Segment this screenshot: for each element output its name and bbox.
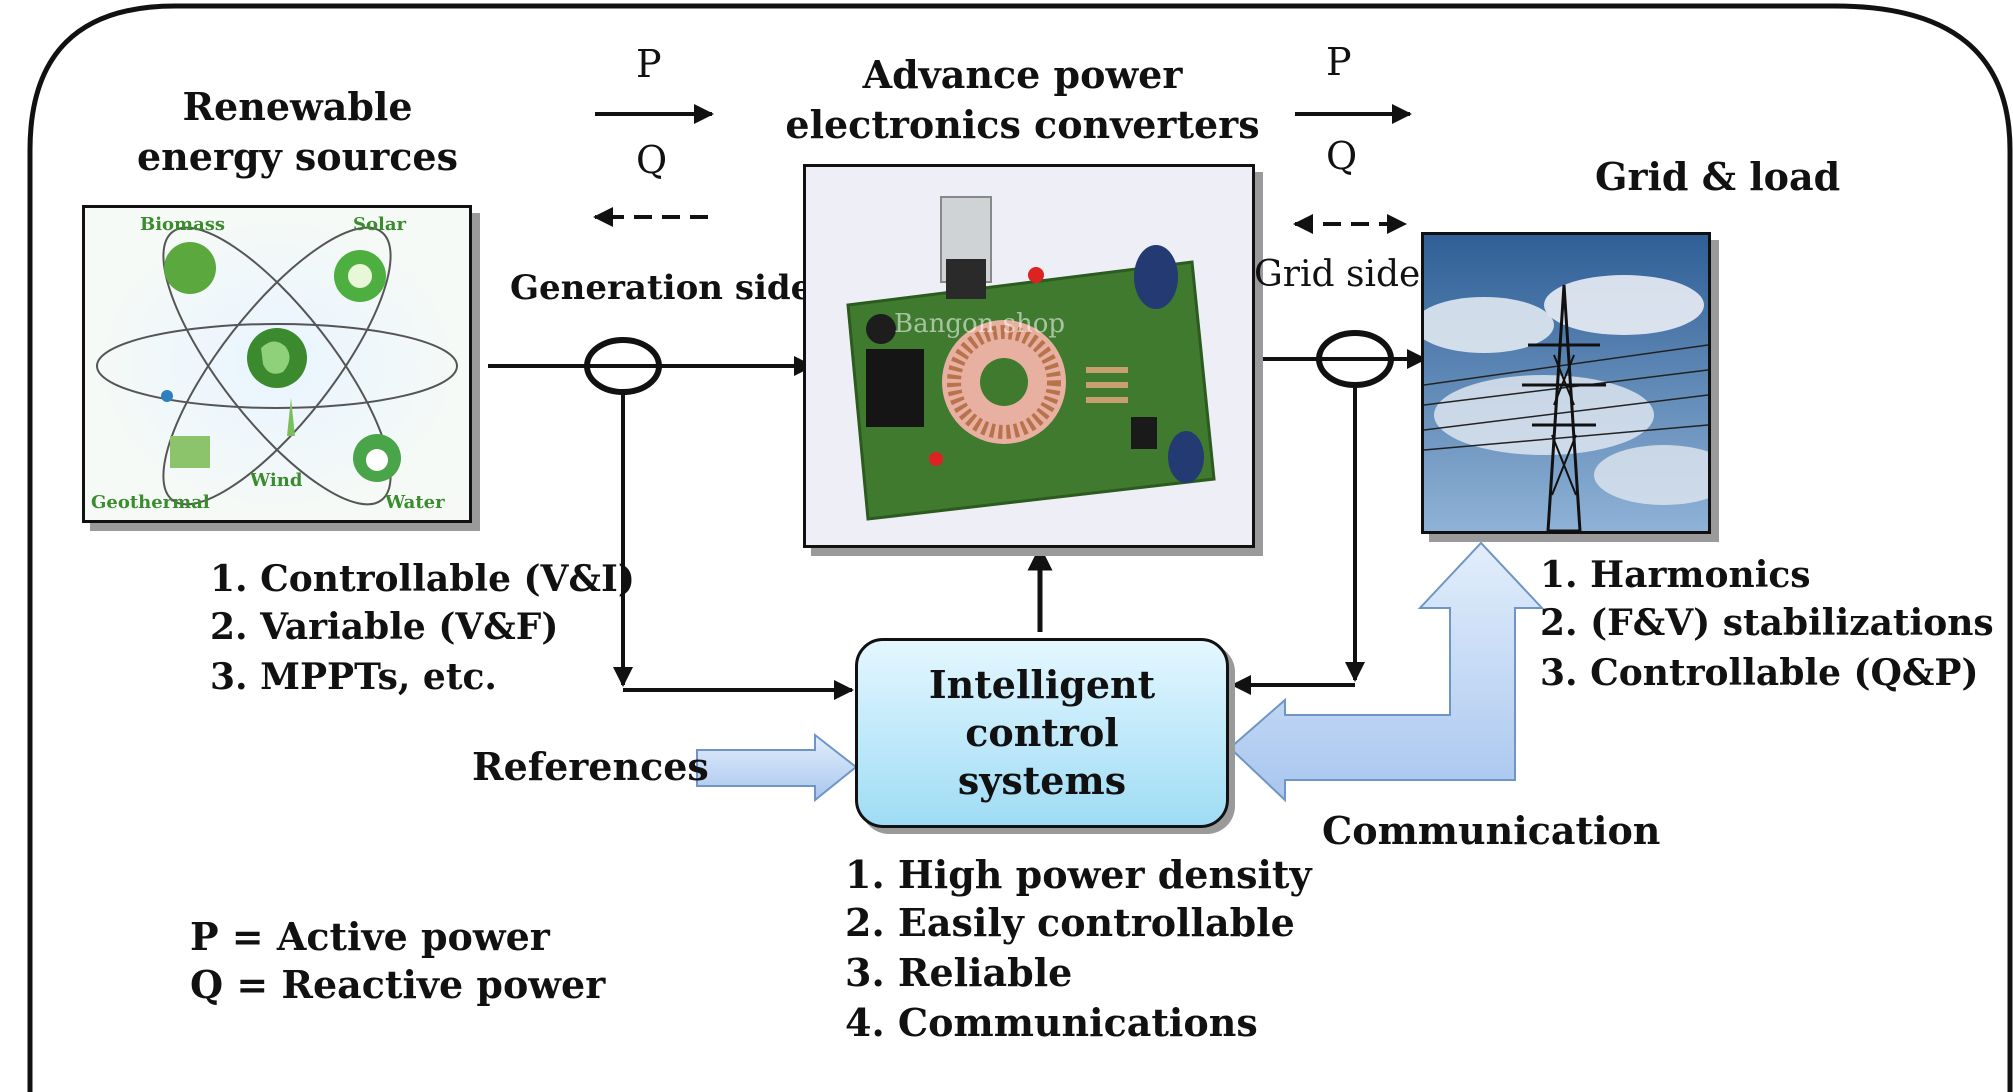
converter-title: Advance power electronics converters [785, 52, 1260, 147]
converter-image: Bangon shop [803, 164, 1255, 548]
converter-board-illustration [806, 167, 1252, 545]
renewable-sources-image: Biomass Solar Wind Geothermal Water [82, 205, 472, 523]
q-label-right: Q [1326, 134, 1358, 178]
generation-side-label: Generation side [510, 268, 813, 308]
grid-side-label: Grid side [1254, 254, 1421, 295]
grid-title: Grid & load [1595, 154, 1841, 199]
renewable-atom-illustration [85, 208, 469, 520]
label-biomass: Biomass [140, 214, 226, 235]
control-feature-4: 4. Communications [845, 1000, 1258, 1045]
grid-feature-3: 3. Controllable (Q&P) [1540, 652, 1979, 694]
grid-feature-1: 1. Harmonics [1540, 554, 1811, 596]
label-solar: Solar [353, 214, 406, 235]
legend-q: Q = Reactive power [190, 962, 606, 1007]
legend-p: P = Active power [190, 914, 550, 959]
label-geothermal: Geothermal [91, 492, 210, 513]
p-label-right: P [1326, 40, 1352, 84]
communication-arrow [1228, 541, 1545, 803]
communication-label: Communication [1322, 808, 1661, 853]
p-label-left: P [636, 42, 662, 86]
sources-feature-2: 2. Variable (V&F) [210, 606, 559, 648]
sources-title: Renewable energy sources [137, 84, 458, 179]
outer-frame [27, 3, 2013, 1092]
grid-image [1421, 232, 1711, 534]
transmission-tower-illustration [1424, 235, 1708, 531]
references-label: References [472, 744, 709, 789]
control-systems-title: Intelligent control systems [928, 662, 1156, 803]
references-arrow [696, 732, 858, 803]
sources-feature-1: 1. Controllable (V&I) [210, 558, 635, 600]
grid-feature-2: 2. (F&V) stabilizations [1540, 602, 1994, 644]
control-feature-3: 3. Reliable [845, 950, 1073, 995]
control-systems-box: Intelligent control systems [855, 638, 1229, 828]
board-watermark: Bangon shop [894, 309, 1066, 339]
control-feature-2: 2. Easily controllable [845, 900, 1295, 945]
control-feature-1: 1. High power density [845, 852, 1312, 897]
sources-feature-3: 3. MPPTs, etc. [210, 656, 497, 698]
q-label-left: Q [636, 138, 668, 182]
label-water: Water [385, 492, 445, 513]
label-wind: Wind [250, 470, 303, 491]
